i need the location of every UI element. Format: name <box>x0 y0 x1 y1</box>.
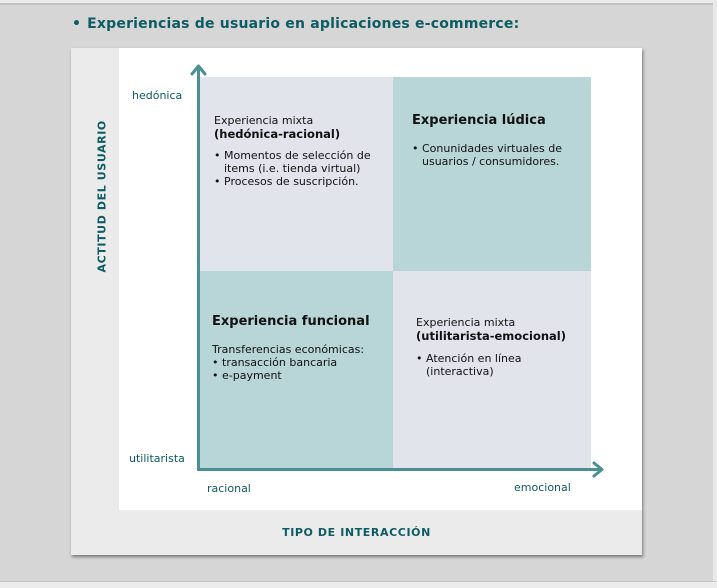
y-label-top: hedónica <box>132 89 183 102</box>
bottom-border <box>0 581 717 588</box>
list-item: Momentos de selección de items (i.e. tie… <box>214 149 386 175</box>
top-border <box>0 0 717 5</box>
quadrant-list: transacción bancaria e-payment <box>212 356 388 382</box>
list-item: transacción bancaria <box>212 356 388 369</box>
quadrant-intro: Transferencias económicas: <box>212 343 365 356</box>
quadrant-title: (hedónica-racional) <box>214 127 341 141</box>
x-axis-line <box>197 468 600 471</box>
page-heading: • Experiencias de usuario en aplicaciones… <box>72 16 519 32</box>
y-axis-title: ACTITUD DEL USUARIO <box>95 120 109 273</box>
bullet-icon: • <box>72 16 82 32</box>
diagram-card: ACTITUD DEL USUARIO Experiencia mixta (h… <box>71 48 642 555</box>
x-label-right: emocional <box>514 481 571 494</box>
quadrant-ludic: Experiencia lúdica Conunidades virtuales… <box>393 77 591 271</box>
quadrant-functional: Experiencia funcional Transferencias eco… <box>198 271 393 470</box>
plot-area: Experiencia mixta (hedónica-racional) Mo… <box>119 48 642 510</box>
quadrant-title: (utilitarista-emocional) <box>416 329 566 343</box>
x-axis-title: TIPO DE INTERACCIÓN <box>282 526 431 539</box>
heading-text: Experiencias de usuario en aplicaciones … <box>87 16 520 32</box>
quadrant-hedonic-rational: Experiencia mixta (hedónica-racional) Mo… <box>198 77 393 271</box>
quadrant-list: Atención en línea (interactiva) <box>416 352 536 378</box>
list-item: Procesos de suscripción. <box>214 175 386 188</box>
right-border <box>713 0 717 587</box>
quadrant-utilitarian-emotional: Experiencia mixta (utilitarista-emociona… <box>393 271 591 470</box>
quadrant-title: Experiencia funcional <box>212 314 370 329</box>
y-label-bottom: utilitarista <box>129 452 185 465</box>
arrow-right-icon <box>592 461 604 478</box>
quadrant-list: Conunidades virtuales de usuarios / cons… <box>412 142 582 168</box>
list-item: Conunidades virtuales de usuarios / cons… <box>412 142 582 168</box>
list-item: Atención en línea (interactiva) <box>416 352 536 378</box>
quadrant-subtitle: Experiencia mixta <box>214 114 314 127</box>
x-label-left: racional <box>207 482 251 495</box>
quadrant-list: Momentos de selección de items (i.e. tie… <box>214 149 386 188</box>
list-item: e-payment <box>212 369 388 382</box>
y-axis-line <box>197 69 200 471</box>
arrow-up-icon <box>190 64 207 76</box>
quadrant-subtitle: Experiencia mixta <box>416 316 516 329</box>
quadrant-title: Experiencia lúdica <box>412 113 546 128</box>
